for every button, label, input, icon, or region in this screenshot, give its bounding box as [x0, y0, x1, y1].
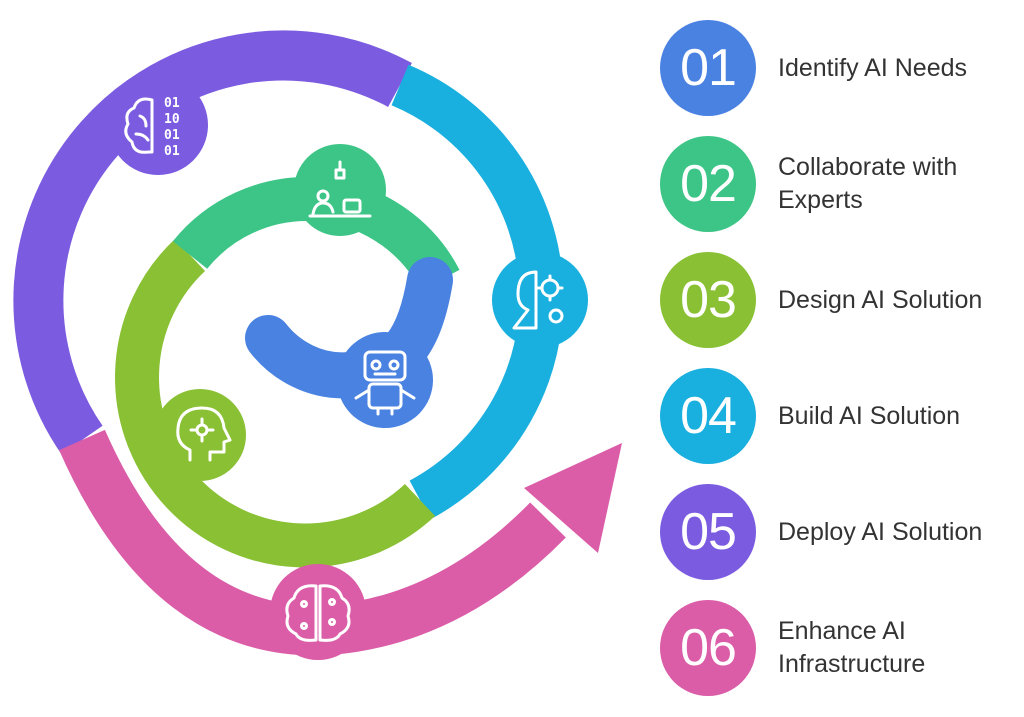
- step-identify-ai-needs: 01 Identify AI Needs: [660, 20, 1024, 116]
- circuit-brain-icon: [270, 564, 366, 660]
- spiral-arc-step5: [13, 30, 412, 455]
- step-number-badge: 06: [660, 600, 756, 696]
- svg-text:01: 01: [164, 128, 180, 143]
- step-label: Identify AI Needs: [778, 53, 968, 82]
- step-number-badge: 05: [660, 484, 756, 580]
- step-number-badge: 02: [660, 136, 756, 232]
- svg-text:01: 01: [164, 144, 180, 159]
- svg-text:01: 01: [164, 96, 180, 111]
- step-build-ai-solution: 04 Build AI Solution: [660, 368, 1024, 464]
- step-label: Build AI Solution: [778, 401, 961, 430]
- step-enhance-ai-infrastructure: 06 Enhance AI Infrastructure: [660, 600, 1024, 696]
- step-design-ai-solution: 03 Design AI Solution: [660, 252, 1024, 348]
- step-label: Design AI Solution: [778, 285, 983, 314]
- head-gear-icon: [154, 389, 246, 481]
- step-label: Enhance AI Infrastructure: [778, 617, 926, 678]
- step-deploy-ai-solution: 05 Deploy AI Solution: [660, 484, 1024, 580]
- human-gear-icon: [492, 252, 588, 348]
- step-collaborate-with-experts: 02 Collaborate with Experts: [660, 136, 1024, 232]
- step-label: Collaborate with Experts: [778, 153, 958, 214]
- spiral-arrowhead: [524, 443, 622, 553]
- spiral-arc-step3: [115, 238, 436, 568]
- spiral-diagram: 01 10 01 01: [13, 30, 622, 660]
- robot-icon: [337, 332, 433, 428]
- brain-binary-icon: 01 10 01 01: [108, 75, 208, 175]
- step-number-badge: 04: [660, 368, 756, 464]
- svg-text:10: 10: [164, 112, 180, 127]
- step-number-badge: 03: [660, 252, 756, 348]
- step-number-badge: 01: [660, 20, 756, 116]
- people-collaborating-icon: [294, 144, 386, 236]
- step-label: Deploy AI Solution: [778, 517, 983, 546]
